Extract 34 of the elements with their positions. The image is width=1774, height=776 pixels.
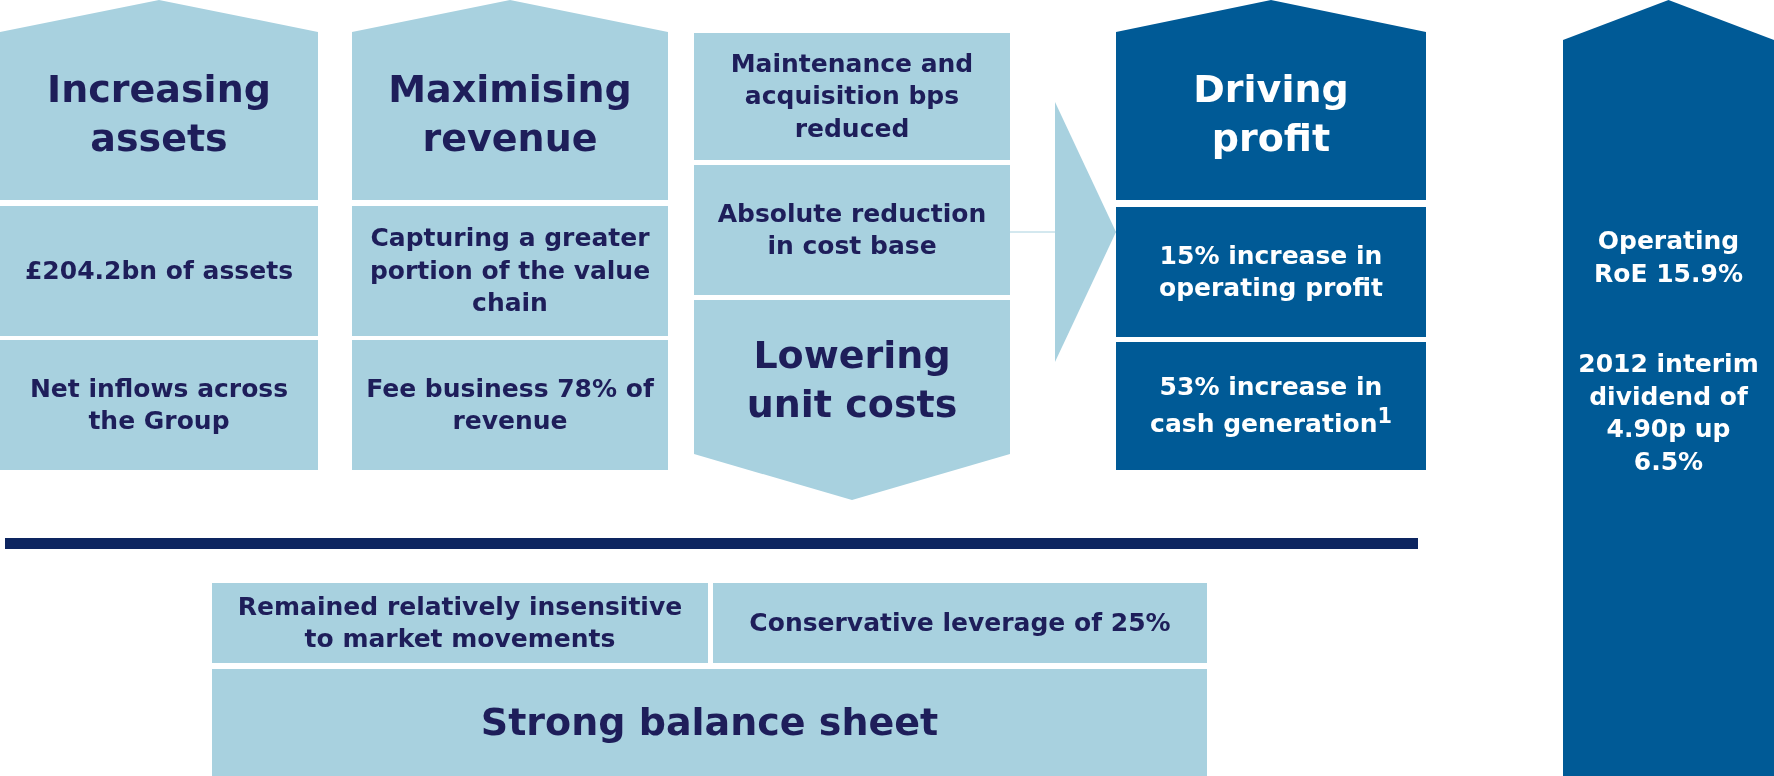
chevron-arrow [1009, 102, 1117, 362]
stat-box [0, 206, 318, 336]
panel-heading: Lowering unit costs [745, 331, 959, 428]
stat-box [694, 33, 1010, 160]
stat-box [352, 340, 668, 470]
up-arrow-panel [352, 0, 668, 200]
panel-text: Fee business 78% of revenue [366, 372, 654, 437]
panel-heading: Driving profit [1192, 65, 1350, 162]
panel-text: Capturing a greater portion of the value chain [368, 222, 652, 320]
panel-text: Remained relatively insensitive to market movements [236, 590, 684, 655]
stat-box [694, 165, 1010, 295]
panel-text: 53% increase in cash generation$^{1}$ [1149, 370, 1393, 441]
stat-box [352, 206, 668, 336]
panel-text: Conservative leverage of 25% [749, 606, 1171, 639]
stat-box [713, 583, 1207, 663]
panel-heading: Increasing assets [46, 65, 272, 162]
panel-text: Net inflows across the Group [28, 372, 290, 437]
panel-heading: Strong balance sheet [480, 698, 939, 746]
up-arrow-panel [1116, 0, 1426, 200]
panel-text: Maintenance and acquisition bps reduced [729, 47, 975, 145]
stat-box [1116, 342, 1426, 470]
up-arrow-panel [0, 0, 318, 200]
panel-text: £204.2bn of assets [24, 254, 293, 287]
panel-text: Operating RoE 15.9% [1593, 225, 1744, 290]
panel-text: 2012 interim dividend of 4.90p up 6.5% [1577, 348, 1760, 478]
panel-text: Absolute reduction in cost base [716, 197, 988, 262]
down-arrow-panel [694, 300, 1010, 500]
stat-box [212, 583, 708, 663]
tall-arrow-panel [1563, 0, 1774, 776]
base-box [212, 669, 1207, 776]
stat-box [1116, 207, 1426, 337]
panel-heading: Maximising revenue [387, 65, 633, 162]
panel-text: 15% increase in operating profit [1158, 239, 1384, 304]
stat-box [0, 340, 318, 470]
